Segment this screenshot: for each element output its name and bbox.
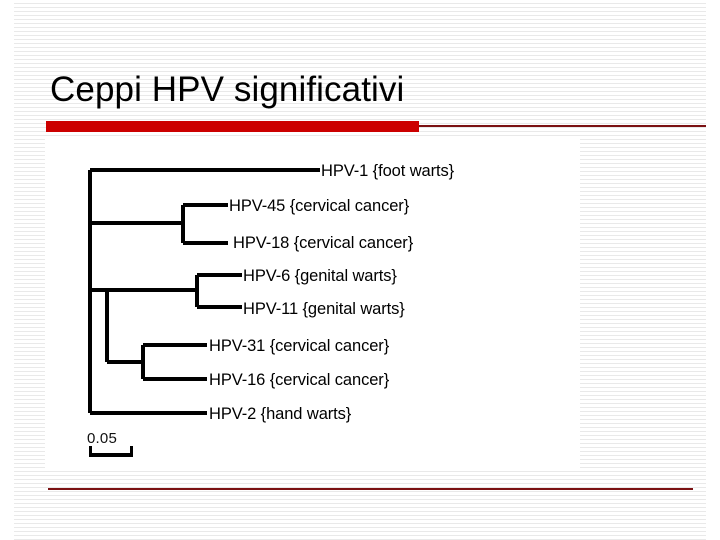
title-separator-thick-bar — [46, 121, 419, 132]
left-margin-band — [0, 0, 14, 540]
footer-separator-rule — [48, 488, 693, 490]
scale-bar-label: 0.05 — [87, 430, 117, 447]
right-margin-band — [706, 0, 720, 540]
scale-bar-right-tick — [130, 446, 133, 457]
tip-label-hpv-1: HPV-1 {foot warts} — [321, 162, 455, 180]
scale-bar-left-tick — [89, 446, 92, 457]
page-title: Ceppi HPV significativi — [50, 70, 405, 109]
tip-label-hpv-18: HPV-18 {cervical cancer} — [233, 234, 414, 252]
tip-label-hpv-11: HPV-11 {genital warts} — [243, 300, 405, 318]
tree-diagram — [88, 168, 320, 415]
tip-label-hpv-16: HPV-16 {cervical cancer} — [209, 371, 390, 389]
tip-label-hpv-6: HPV-6 {genital warts} — [243, 267, 397, 285]
tip-label-hpv-31: HPV-31 {cervical cancer} — [209, 337, 390, 355]
tip-label-hpv-45: HPV-45 {cervical cancer} — [229, 197, 410, 215]
tip-label-hpv-2: HPV-2 {hand warts} — [209, 405, 352, 423]
phylogenetic-tree-figure: HPV-1 {foot warts} HPV-45 {cervical canc… — [45, 138, 580, 470]
scale-bar-line — [89, 453, 133, 457]
